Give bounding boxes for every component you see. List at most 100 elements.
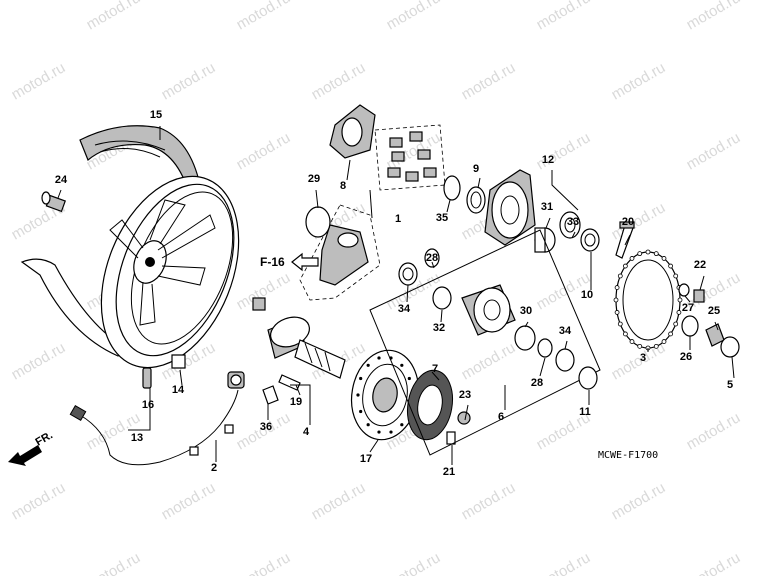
watermark-text: motod.ru [384,549,444,576]
sprocket-tooth [629,256,635,261]
sprocket-tooth [661,256,667,261]
callout-number: 1 [395,213,401,225]
leader-line [564,340,568,350]
hub-assembly-part [369,229,601,456]
watermark-text: motod.ru [9,479,69,523]
sprocket-tooth [653,343,659,349]
sprocket-tooth [661,339,667,344]
sprocket-tooth [668,263,674,269]
leader-line [684,295,691,303]
callout-number: 34 [559,325,572,337]
callout-number: 5 [727,379,733,391]
callout-number: 19 [290,396,302,408]
leader-line [290,384,311,425]
dust-seal-part [578,366,598,390]
leader-line [699,275,705,291]
leader-line [346,159,351,181]
callout-number: 6 [498,411,504,423]
leader-line [539,357,546,377]
callout-number: 31 [541,201,553,213]
watermark-text: motod.ru [159,59,219,103]
disc-hole [389,430,393,434]
sprocket-nut-parts [678,283,740,358]
ref-f16-arrow [291,252,319,272]
sprocket-tooth [629,339,635,344]
leader-line [551,170,579,211]
leader-line [406,284,409,303]
watermark-text: motod.ru [9,339,69,383]
watermark-text: motod.ru [234,129,294,173]
leader-line [571,231,576,239]
callout-number: 22 [694,259,706,271]
watermark-text: motod.ru [459,59,519,103]
watermark-text: motod.ru [159,479,219,523]
leader-line [464,404,469,421]
callout-number: 8 [340,180,346,192]
sprocket-tooth [645,249,651,255]
watermark-text: motod.ru [609,59,669,103]
sprocket-tooth [673,321,679,327]
watermark-text: motod.ru [384,0,444,33]
watermark-text: motod.ru [84,0,144,33]
front-direction-arrow [8,445,42,466]
sprocket-tooth [617,273,623,279]
sprocket-tooth [668,331,674,337]
watermark-text: motod.ru [534,549,594,576]
callout-number: 12 [542,154,554,166]
leader-line [57,189,62,199]
brake-disc-part [350,349,420,441]
callout-number: 17 [360,453,372,465]
damper-holder-part [329,104,376,159]
bolt-parts [446,411,471,445]
watermark-text: motod.ru [609,479,669,523]
damper-rubbers-part [374,124,446,191]
disc-hole [359,409,363,414]
callout-labels: 1234567891011121314151617192021222324252… [55,109,733,478]
leader-line [369,439,379,453]
leader-line [731,356,735,379]
sprocket-tooth [614,310,620,315]
callout-number: 13 [131,432,143,444]
watermark-text: motod.ru [84,549,144,576]
sprocket-tooth [673,273,679,279]
rear-wheel-part [100,175,240,369]
watermark-text: motod.ru [234,0,294,33]
callout-number: 35 [436,212,448,224]
direction-label: FR. [34,429,55,448]
disc-hole [359,376,363,381]
leader-line [315,189,319,209]
callout-number: 28 [426,252,438,264]
callout-number: 30 [520,305,532,317]
callout-number: 7 [432,363,438,375]
callout-number: 16 [142,399,154,411]
disc-hole [400,363,404,367]
sprocket-tooth [653,251,659,257]
leader-line [524,321,529,328]
leader-line [545,217,551,229]
callout-number: 23 [459,389,471,401]
diagram-code: MCWE-F1700 [598,450,658,461]
callout-number: 28 [531,377,543,389]
watermark-text: motod.ru [534,0,594,33]
leader-line [714,321,719,331]
sprocket-bolt-part [615,221,635,259]
ref-f16-label: F-16 [260,255,285,269]
leader-line [477,177,481,189]
driven-flange-part [484,169,536,246]
callout-number: 10 [581,289,593,301]
sprocket-tooth [677,297,683,303]
callout-number: 2 [211,462,217,474]
callout-number: 29 [308,173,320,185]
watermark-text: motod.ru [684,409,744,453]
sprocket-tooth [613,297,619,303]
callout-number: 11 [579,406,591,418]
driven-sprocket-part [613,249,683,351]
leader-line [128,390,151,431]
watermark-text: motod.ru [309,479,369,523]
callout-number: 32 [433,322,445,334]
leader-lines [57,126,735,465]
callout-number: 9 [473,163,479,175]
sprocket-tooth [617,321,623,327]
watermark-text: motod.ru [234,549,294,576]
leader-line [440,309,443,323]
